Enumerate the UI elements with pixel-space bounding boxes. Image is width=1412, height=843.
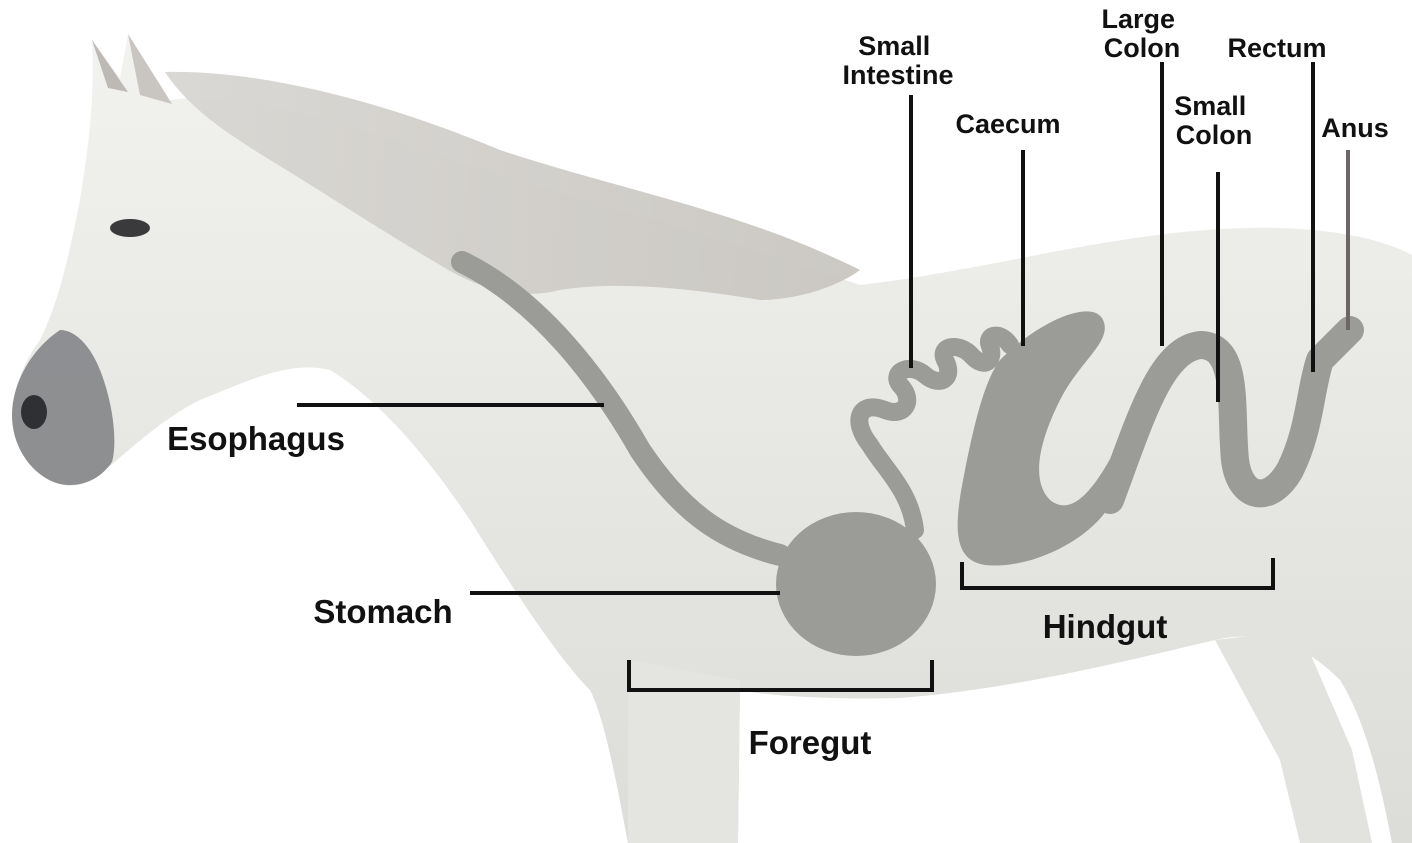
small-colon-label: Small Colon: [1174, 91, 1254, 150]
eye: [110, 219, 150, 237]
stomach-label: Stomach: [313, 593, 452, 630]
front-leg: [628, 660, 740, 843]
anus-label: Anus: [1321, 113, 1389, 143]
hindgut-label: Hindgut: [1043, 608, 1168, 645]
rectum-label: Rectum: [1227, 33, 1326, 63]
nostril: [21, 395, 47, 429]
large-colon-label: Large Colon: [1101, 4, 1182, 63]
esophagus-label: Esophagus: [167, 420, 345, 457]
stomach-organ: [776, 512, 936, 656]
small-intestine-label: Small Intestine: [842, 31, 953, 90]
caecum-label: Caecum: [955, 109, 1060, 139]
foregut-label: Foregut: [749, 724, 872, 761]
